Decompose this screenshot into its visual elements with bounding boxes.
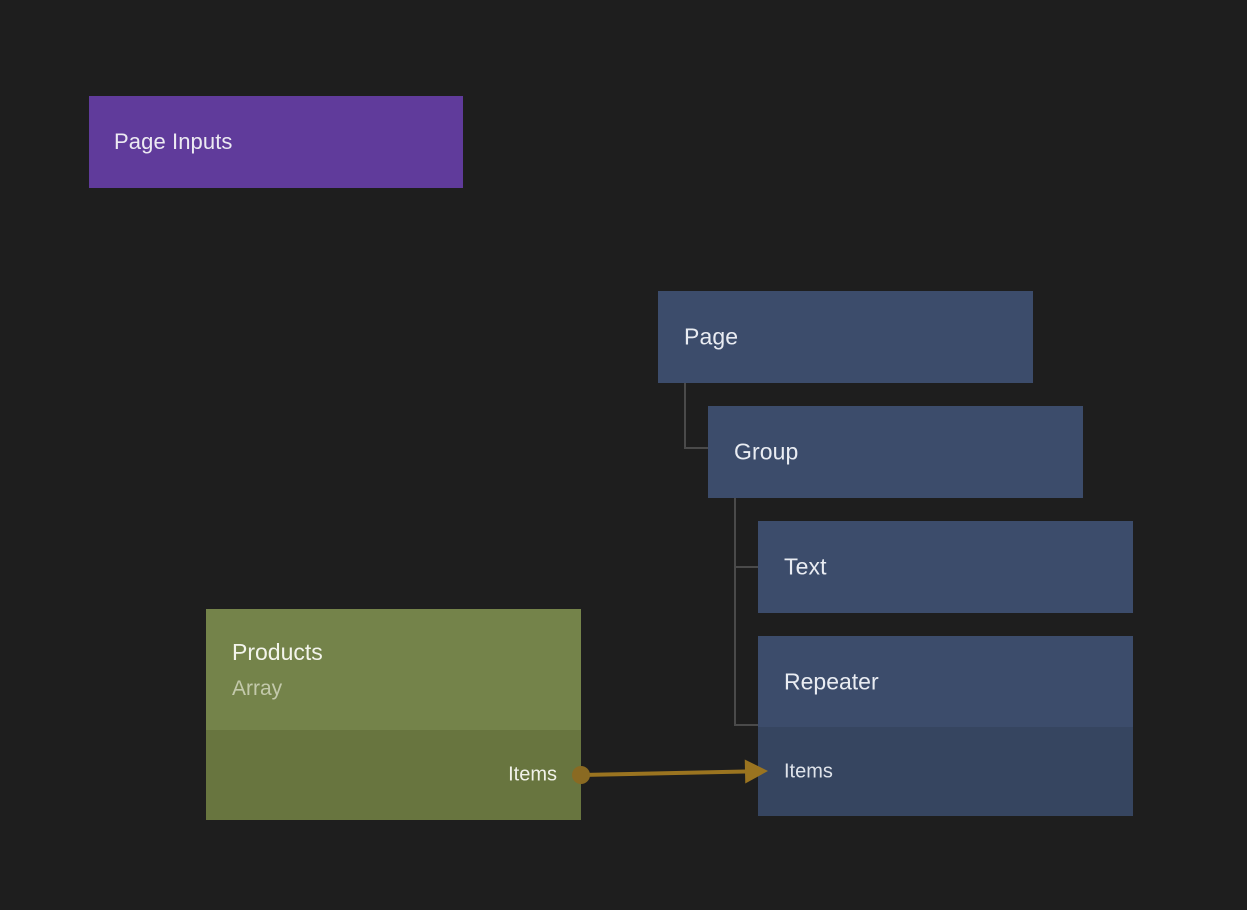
node-page-inputs-title: Page Inputs bbox=[114, 129, 233, 154]
node-products-subtitle: Array bbox=[232, 677, 283, 700]
node-group-title: Group bbox=[734, 438, 799, 465]
node-repeater-header: Repeater bbox=[758, 636, 1133, 727]
edge-products-items-to-repeater-items[interactable] bbox=[572, 759, 768, 784]
connector-page-to-group-vertical bbox=[684, 383, 686, 449]
node-group[interactable]: Group bbox=[708, 406, 1083, 498]
edge-line bbox=[580, 769, 758, 777]
node-page-title: Page bbox=[684, 323, 739, 350]
node-page-inputs[interactable]: Page Inputs bbox=[89, 96, 463, 188]
node-repeater-items-port[interactable]: Items bbox=[758, 727, 1133, 816]
node-products-title: Products bbox=[232, 639, 323, 665]
node-products-header: Products Array bbox=[206, 609, 581, 730]
node-products-items-label: Items bbox=[508, 763, 557, 786]
node-repeater[interactable]: Repeater Items bbox=[758, 636, 1133, 816]
connector-group-to-text-stub bbox=[734, 566, 760, 568]
node-text-title: Text bbox=[784, 553, 827, 580]
node-products[interactable]: Products Array Items bbox=[206, 609, 581, 820]
connector-group-to-repeater-stub bbox=[734, 724, 760, 726]
node-page[interactable]: Page bbox=[658, 291, 1033, 383]
connector-group-trunk-vertical bbox=[734, 498, 736, 726]
connector-page-to-group-stub bbox=[684, 447, 710, 449]
node-text[interactable]: Text bbox=[758, 521, 1133, 613]
node-products-items-port[interactable]: Items bbox=[206, 730, 581, 820]
node-repeater-title: Repeater bbox=[784, 668, 879, 694]
node-repeater-items-label: Items bbox=[784, 760, 833, 782]
